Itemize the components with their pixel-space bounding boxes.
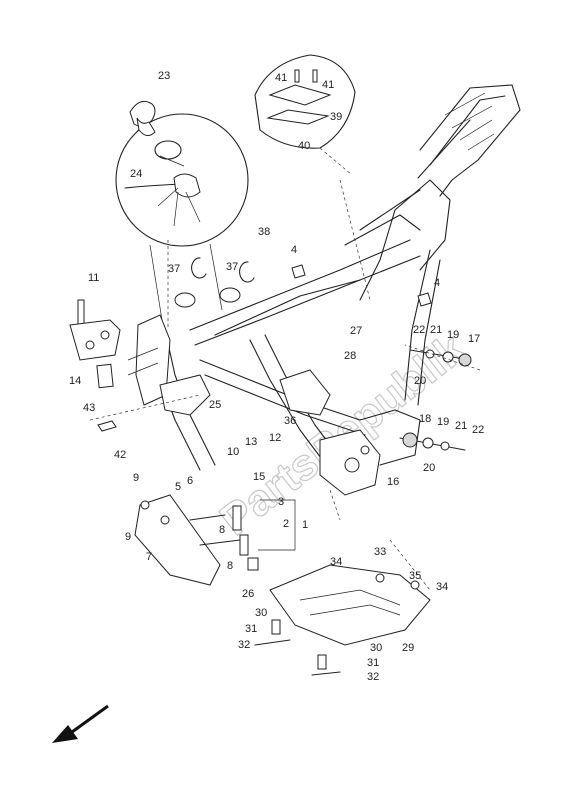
label-36: 36: [284, 415, 296, 427]
label-37: 37: [168, 263, 180, 275]
part-42-clip: [97, 420, 117, 432]
label-29: 29: [402, 642, 414, 654]
label-18: 18: [419, 413, 431, 425]
label-39: 39: [330, 111, 342, 123]
label-28: 28: [344, 350, 356, 362]
label-3: 3: [278, 496, 284, 508]
label-35: 35: [409, 570, 421, 582]
front-direction-arrow-icon: [52, 704, 109, 743]
label-16: 16: [387, 476, 399, 488]
label-24: 24: [130, 168, 142, 180]
label-34: 34: [330, 556, 342, 568]
part-labels: 23 24 41 41 39 40 38 37 37 4 4 11 14 43 …: [69, 70, 484, 683]
label-31: 31: [245, 623, 257, 635]
label-32: 32: [367, 671, 379, 683]
label-22: 22: [413, 324, 425, 336]
footrest-bracket-5-9: [134, 494, 241, 586]
label-1: 1: [302, 519, 308, 531]
label-20: 20: [423, 462, 435, 474]
rear-bracket-detail: [254, 54, 356, 176]
label-14: 14: [69, 375, 81, 387]
label-32: 32: [238, 639, 250, 651]
label-4: 4: [291, 244, 297, 256]
part-4-collar-b: [417, 292, 432, 307]
label-19: 19: [447, 329, 459, 341]
skid-plate-29: [269, 564, 431, 646]
bolt-set-1-3: [232, 499, 296, 571]
label-4: 4: [434, 277, 440, 289]
label-41: 41: [275, 72, 287, 84]
filler-cap-detail-circle: [115, 100, 249, 321]
label-8: 8: [227, 560, 233, 572]
label-9: 9: [125, 531, 131, 543]
label-41: 41: [322, 79, 334, 91]
label-10: 10: [227, 446, 239, 458]
label-21: 21: [455, 420, 467, 432]
label-7: 7: [146, 551, 152, 563]
label-8: 8: [219, 524, 225, 536]
label-5: 5: [175, 481, 181, 493]
label-2: 2: [283, 518, 289, 530]
label-20: 20: [414, 375, 426, 387]
part-43-plate: [96, 363, 114, 389]
main-frame: [127, 84, 521, 496]
label-43: 43: [83, 402, 95, 414]
skid-plate-bolts-30-32: [254, 619, 341, 676]
label-38: 38: [258, 226, 270, 238]
label-11: 11: [88, 272, 99, 284]
label-25: 25: [209, 399, 221, 411]
label-33: 33: [374, 546, 386, 558]
label-40: 40: [298, 140, 310, 152]
label-37: 37: [226, 261, 238, 273]
label-9: 9: [133, 472, 139, 484]
label-27: 27: [350, 325, 362, 337]
label-13: 13: [245, 436, 257, 448]
label-34: 34: [436, 581, 448, 593]
label-23: 23: [158, 70, 170, 82]
label-17: 17: [468, 333, 480, 345]
label-30: 30: [255, 607, 267, 619]
label-26: 26: [242, 588, 254, 600]
label-21: 21: [430, 324, 442, 336]
part-4-collar-a: [291, 264, 306, 279]
label-22: 22: [472, 424, 484, 436]
bands-38: [191, 257, 255, 283]
label-15: 15: [253, 471, 265, 483]
label-6: 6: [187, 475, 193, 487]
label-31: 31: [367, 657, 379, 669]
leader-lines: [89, 179, 481, 591]
engine-mount-bracket-11-14: [69, 299, 121, 361]
mount-rubbers-37: [174, 287, 241, 308]
label-19: 19: [437, 416, 449, 428]
rear-mount-hardware-17-22: [399, 349, 472, 451]
label-12: 12: [269, 432, 281, 444]
label-42: 42: [114, 449, 126, 461]
label-30: 30: [370, 642, 382, 654]
